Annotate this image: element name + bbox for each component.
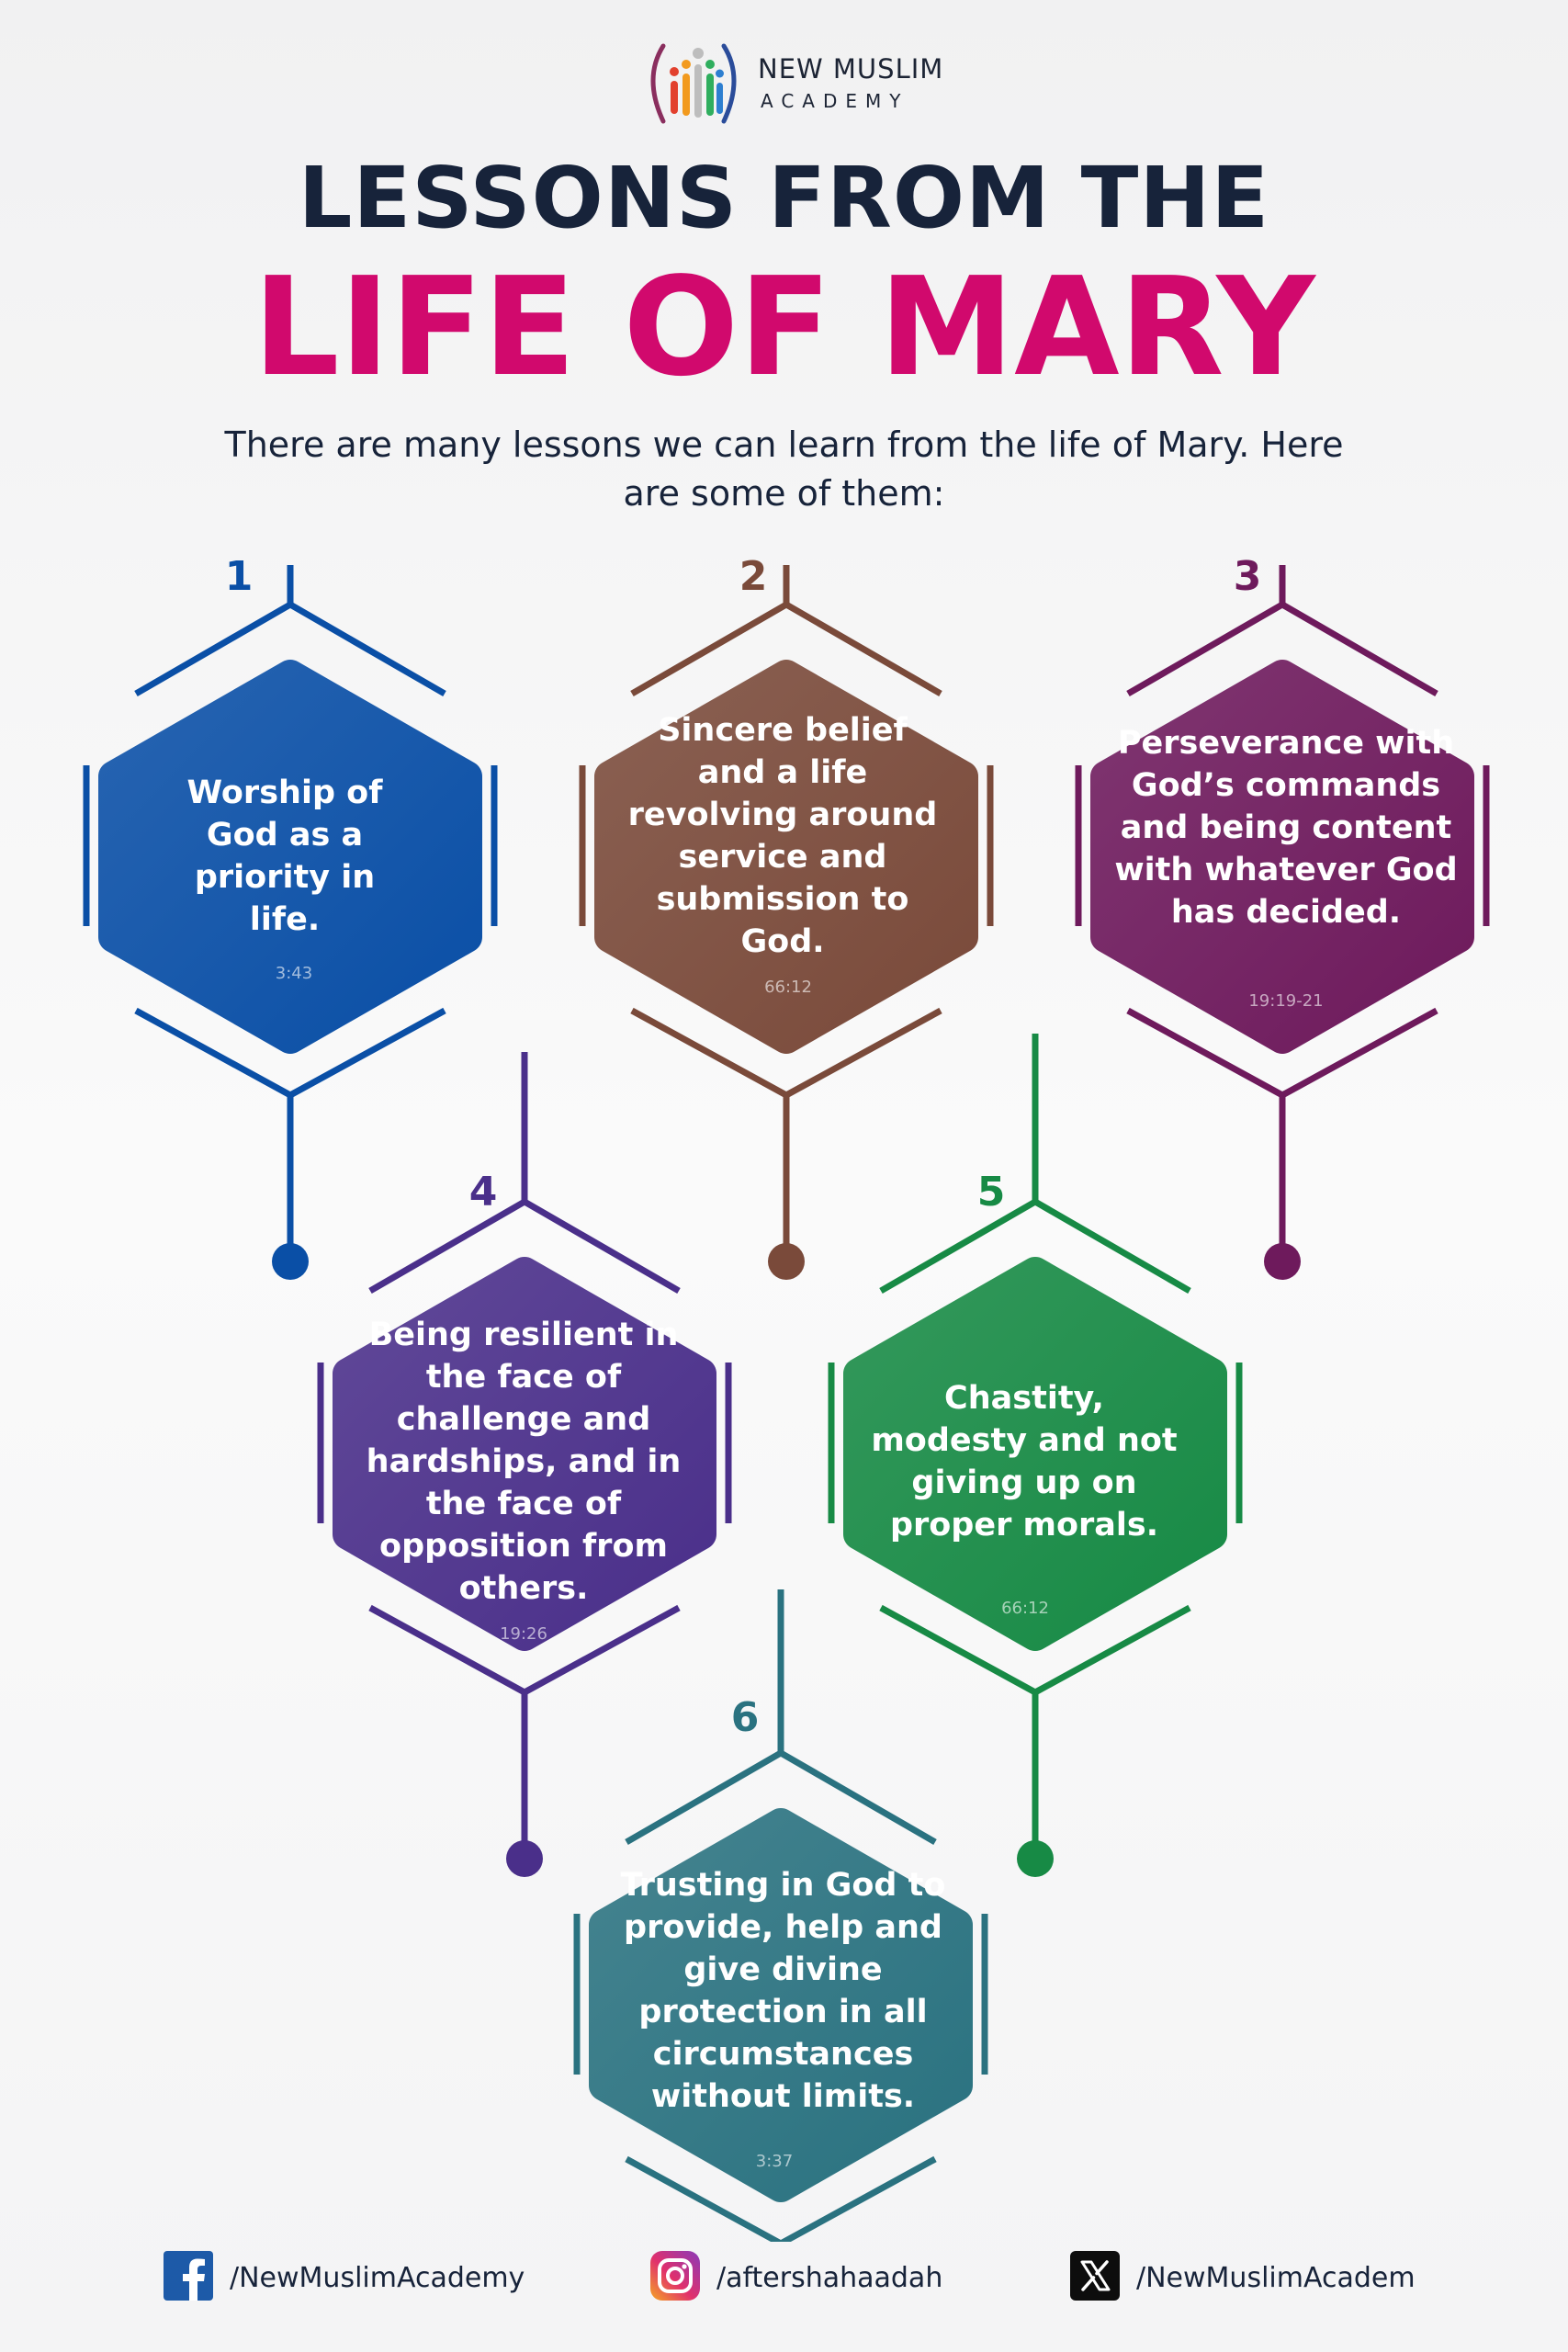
lesson-3-end-dot (1264, 1243, 1301, 1280)
lesson-3-number: 3 (1233, 553, 1262, 600)
lesson-1-hexagon (98, 660, 482, 1054)
lesson-4-hexagon (333, 1257, 716, 1651)
lesson-6-text: Trusting in God to provide, help and giv… (620, 1867, 946, 2115)
lesson-2-text: Sincere belief and a life revolving arou… (627, 712, 938, 960)
lesson-5-bottom-chevron (879, 1604, 1191, 1696)
instagram-handle: /aftershahaadah (716, 2262, 943, 2294)
lesson-3-top-chevron (1126, 600, 1438, 697)
lesson-3-hexagon (1090, 660, 1474, 1054)
lesson-1-reference: 3:43 (275, 964, 313, 983)
lesson-3-text: Perseverance with God’s commands and bei… (1114, 725, 1458, 931)
lesson-2-number: 2 (739, 553, 768, 600)
facebook-handle: /NewMuslimAcademy (230, 2262, 525, 2294)
lesson-3-reference: 19:19-21 (1248, 991, 1324, 1011)
lesson-4-reference: 19:26 (500, 1624, 547, 1644)
lesson-2-reference: 66:12 (764, 978, 812, 997)
lesson-6-bottom-chevron (625, 2155, 937, 2242)
title-line-1: LESSONS FROM THE (298, 149, 1270, 247)
lesson-4-text: Being resilient in the face of challenge… (366, 1317, 682, 1607)
lesson-6-reference: 3:37 (755, 2152, 794, 2171)
lesson-4-end-dot (506, 1840, 543, 1877)
lesson-6-top-chevron (625, 1748, 937, 1846)
lesson-2-hexagon (594, 660, 978, 1054)
lesson-4-top-chevron (368, 1197, 681, 1295)
brand-name: NEW MUSLIM (758, 53, 944, 85)
lesson-1-top-chevron (134, 600, 446, 697)
lesson-1-text: Worship of God as a priority in life. (186, 775, 383, 938)
facebook-icon (164, 2251, 213, 2301)
x-handle: /NewMuslimAcadem (1136, 2262, 1416, 2294)
x-icon (1070, 2251, 1120, 2301)
lesson-1-end-dot (272, 1243, 309, 1280)
title-line-2: LIFE OF MARY (253, 248, 1315, 406)
lesson-1-number: 1 (224, 553, 254, 600)
lesson-5-end-dot (1017, 1840, 1054, 1877)
lesson-2-bottom-chevron (630, 1007, 942, 1099)
brand-subtitle: ACADEMY (761, 90, 909, 112)
lesson-5-text: Chastity, modesty and not giving up on p… (871, 1380, 1178, 1544)
lesson-6-hexagon (589, 1808, 973, 2202)
academy-logo-icon (650, 43, 737, 124)
lesson-5-number: 5 (976, 1169, 1006, 1216)
brand-logo: NEW MUSLIM ACADEMY (643, 37, 942, 129)
lesson-3-bottom-chevron (1126, 1007, 1438, 1099)
lesson-6-number: 6 (730, 1694, 760, 1741)
lessons-diagram (83, 565, 1490, 2242)
lesson-5-hexagon (843, 1257, 1227, 1651)
lesson-2-end-dot (768, 1243, 805, 1280)
lesson-4-bottom-chevron (368, 1604, 681, 1696)
intro-text: There are many lessons we can learn from… (224, 424, 1344, 514)
lesson-5-reference: 66:12 (1001, 1599, 1049, 1618)
lesson-2-top-chevron (630, 600, 942, 697)
lesson-1-bottom-chevron (134, 1007, 446, 1099)
lesson-5-top-chevron (879, 1197, 1191, 1295)
instagram-icon (650, 2251, 700, 2301)
lesson-4-number: 4 (468, 1169, 498, 1216)
